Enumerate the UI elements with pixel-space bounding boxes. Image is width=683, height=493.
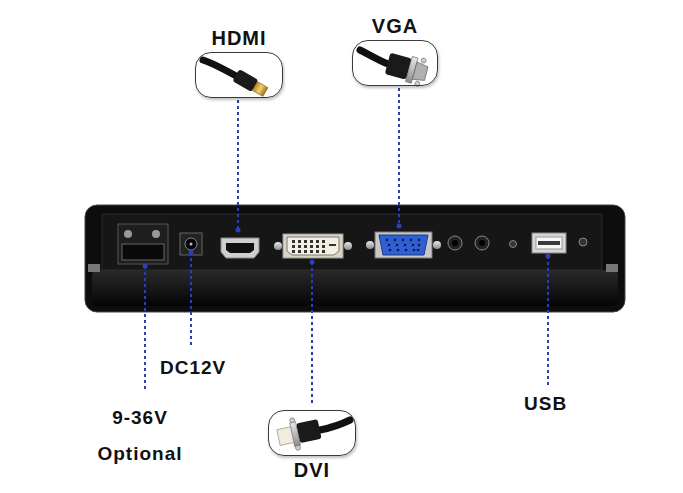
dvi-cable-picture [275,413,350,454]
port-name: VGA [333,15,457,38]
power-terminal [118,224,168,264]
usb-port [532,233,566,253]
dvi-leader [311,262,313,405]
vga-cable-picture [360,49,430,87]
power-leader [144,266,146,392]
dc-leader [190,252,192,345]
hdmi-port [221,238,259,258]
hdmi-leader [237,100,239,230]
leader-dots [143,224,551,269]
port-label: USB [524,386,584,422]
vga-port [366,232,441,258]
port-label: DC12V [160,350,250,386]
port-label: 9-36V Optional [92,400,188,472]
vga-leader [398,88,400,226]
leader-lines [145,88,548,405]
usb-leader [547,256,549,385]
cable-callout: VGA [352,40,438,86]
port-name: HDMI [176,27,302,50]
port-name: DVI [249,459,375,482]
cable-callout: DVI [268,410,356,456]
cable-callout: HDMI [195,52,283,98]
monitor-body [85,205,625,312]
dvi-port [274,234,352,258]
dc-jack [180,233,202,255]
hdmi-cable-picture [203,60,269,98]
